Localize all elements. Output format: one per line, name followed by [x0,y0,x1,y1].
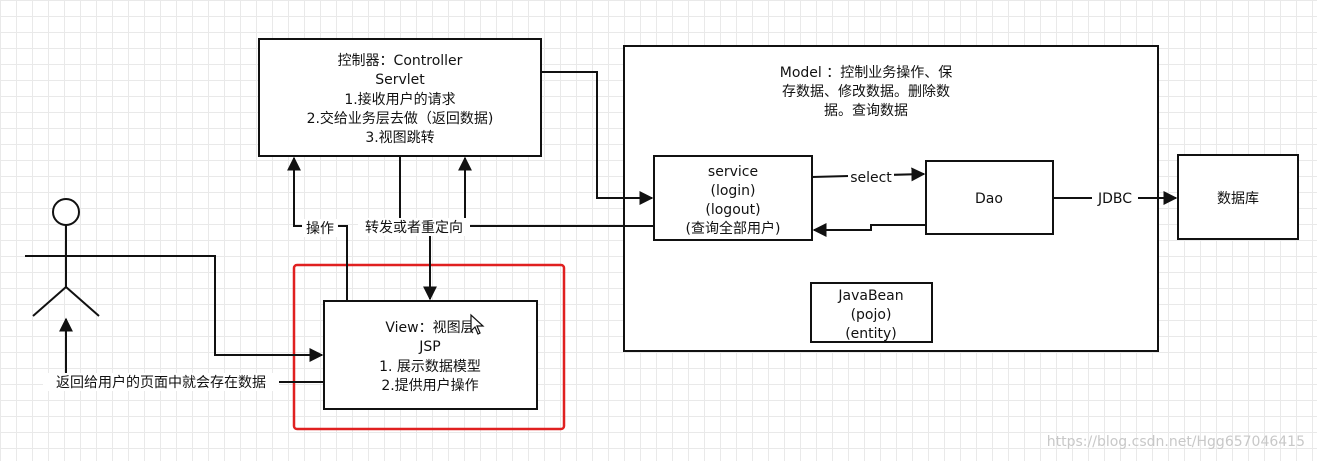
javabean-label-line-3: (entity) [845,326,897,342]
database-box [1177,154,1299,240]
view-label-line-1: View：视图层 [385,320,474,336]
edge-user-to-view [108,255,324,362]
controller-label-line-1: 控制器：Controller [338,53,463,69]
user-actor-icon [25,198,108,317]
javabean-label-line-1: JavaBean [837,288,903,304]
controller-box [258,38,542,157]
edge-view-to-user [59,317,324,383]
view-label-line-3: 1. 展示数据模型 [379,359,481,375]
edge-label-select: select [850,170,892,186]
watermark-text: https://blog.csdn.net/Hgg657046415 [1047,434,1305,450]
model-label-line-1: Model ：控制业务操作、保 [780,65,952,81]
service-label-line-3: (logout) [705,202,760,218]
dao-label: Dao [975,191,1003,207]
service-label-line-4: (查询全部用户) [686,220,781,237]
view-label-line-4: 2.提供用户操作 [381,377,478,394]
edge-label-forward: 转发或者重定向 [365,220,463,236]
javabean-label-line-2: (pojo) [851,307,892,323]
edge-controller-to-service [541,71,654,205]
controller-label-line-5: 3.视图跳转 [365,130,434,146]
controller-label-line-2: Servlet [375,72,425,88]
view-box [323,300,538,410]
view-label-line-2: JSP [418,339,440,355]
edge-dao-to-service [812,223,926,237]
model-label-line-2: 存数据、修改数据。删除数 [782,84,950,100]
database-label: 数据库 [1217,191,1259,207]
edge-label-operate: 操作 [306,221,334,237]
javabean-box [810,282,933,343]
service-box [653,155,813,241]
model-label-line-3: 据。查询数据 [824,103,908,119]
controller-label-line-3: 1.接收用户的请求 [344,91,455,108]
service-label-line-2: (login) [710,183,755,199]
edge-label-return-data: 返回给用户的页面中就会存在数据 [56,374,266,391]
service-label-line-1: service [708,164,758,180]
controller-label-line-4: 2.交给业务层去做（返回数据) [307,110,494,127]
mouse-cursor-icon [470,313,485,335]
edge-label-jdbc: JDBC [1097,191,1132,207]
